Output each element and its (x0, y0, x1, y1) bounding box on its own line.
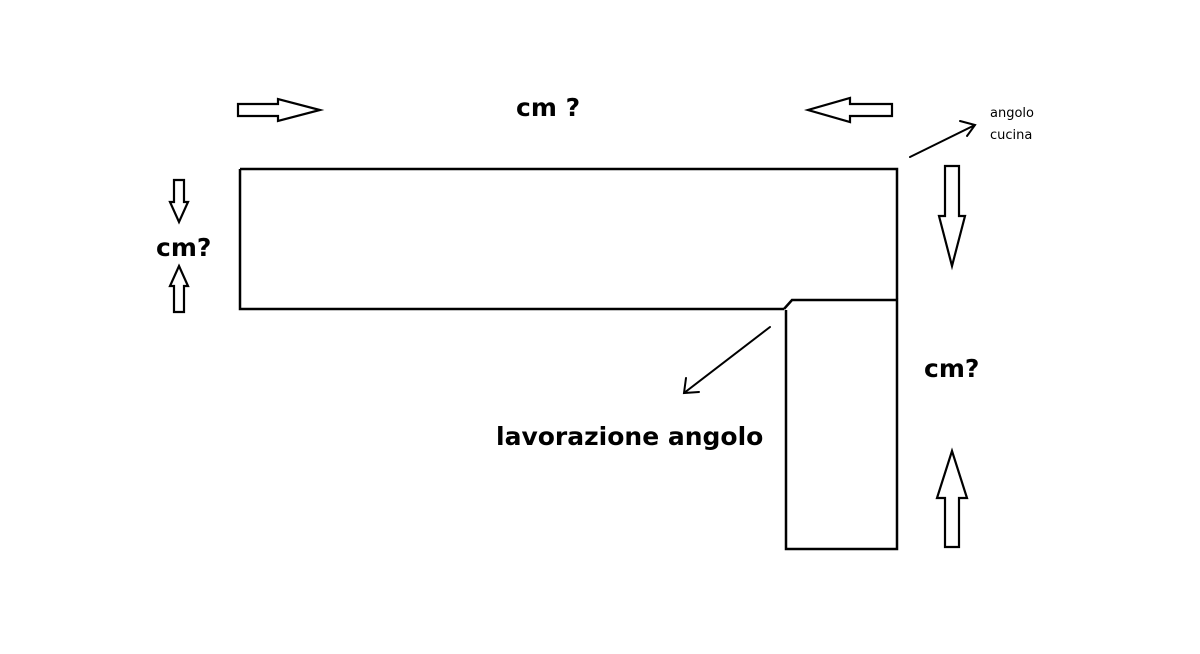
top-width-label: cm ? (516, 93, 580, 122)
joint-pointer-arrow-icon (682, 326, 771, 395)
top-left-pointing-arrow-icon (803, 96, 894, 124)
left-down-pointing-arrow-icon (168, 178, 190, 225)
right-down-pointing-arrow-icon (937, 164, 967, 271)
corner-note-line2: cucina (990, 128, 1032, 143)
corner-pointer-arrow-icon (909, 120, 977, 158)
left-up-pointing-arrow-icon (168, 263, 190, 314)
countertop-horizontal-section (238, 167, 899, 311)
left-depth-label: cm? (156, 233, 211, 262)
top-right-pointing-arrow-icon (236, 97, 325, 123)
right-length-label: cm? (924, 354, 979, 383)
right-up-pointing-arrow-icon (935, 447, 969, 549)
joint-note-label: lavorazione angolo (496, 422, 763, 451)
corner-note-line1: angolo (990, 106, 1034, 121)
countertop-vertical-section (783, 298, 899, 551)
